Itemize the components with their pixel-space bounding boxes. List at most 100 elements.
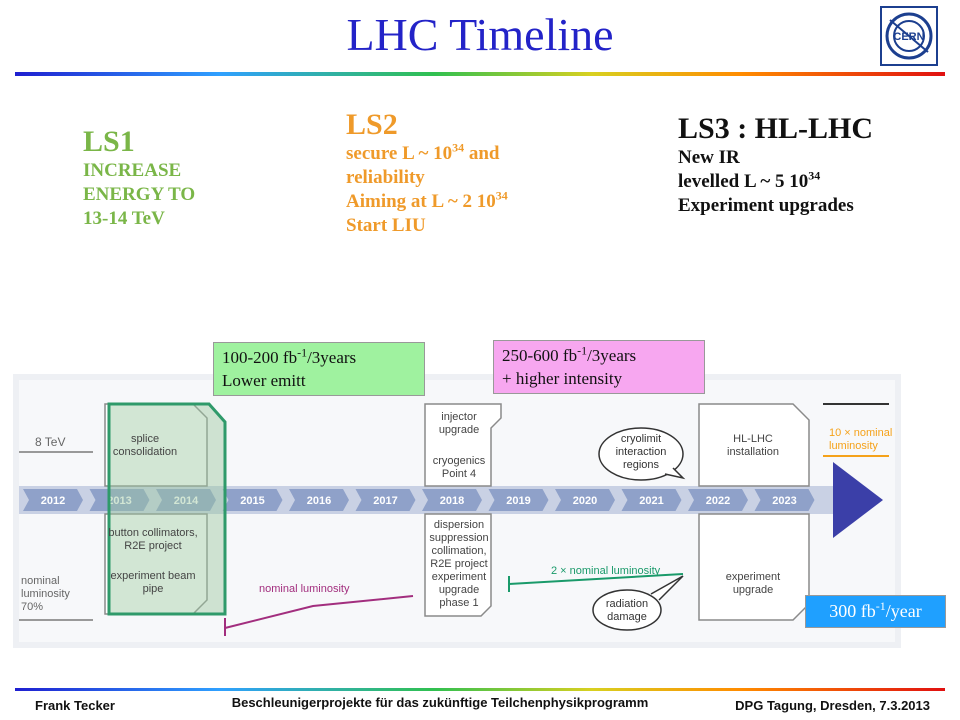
timeline-graphic: 2012 2013 2014 2015 2016 2017 2018 2019 2020 2021…	[13, 374, 901, 648]
ls1-highlight	[107, 402, 227, 616]
year-segment	[23, 489, 83, 511]
year-segment	[422, 489, 482, 511]
svg-text:interaction: interaction	[616, 446, 667, 458]
footer-divider	[15, 688, 945, 691]
green-box-value: 100-200 fb-1/3years	[222, 345, 357, 367]
svg-text:collimation,: collimation,	[431, 545, 486, 557]
cryolimit-bubble	[598, 427, 684, 481]
ls2-line: Aiming at L ~ 2 1034	[346, 188, 508, 212]
year-segment	[688, 489, 748, 511]
title-divider	[15, 72, 945, 76]
ls3-line: New IR	[678, 147, 740, 168]
svg-text:radiation: radiation	[606, 598, 648, 610]
energy-label: 8 TeV	[35, 435, 65, 449]
svg-text:installation: installation	[727, 446, 779, 458]
svg-text:upgrade: upgrade	[439, 584, 479, 596]
ls3-bottom-label: experiment	[726, 571, 780, 583]
year-label: 2017	[373, 495, 397, 507]
ls1-heading: LS1	[83, 125, 135, 158]
ls2-top-box	[424, 403, 502, 487]
ls1-line: ENERGY TO	[83, 184, 196, 205]
green-luminosity-box: 100-200 fb-1/3years Lower emitt	[213, 342, 425, 396]
ls1-bottom-label: button collimators,	[108, 527, 197, 539]
svg-text:luminosity: luminosity	[21, 588, 70, 600]
ls1-line: INCREASE	[83, 160, 182, 181]
svg-text:Point 4: Point 4	[442, 468, 476, 480]
ls1-block: LS1 INCREASE ENERGY TO 13-14 TeV	[83, 125, 195, 231]
svg-text:R2E project: R2E project	[124, 540, 181, 552]
green-box-note: Lower emitt	[222, 371, 306, 390]
start-luminosity-label: nominal	[21, 575, 60, 587]
ls2-line: secure L ~ 1034 and	[346, 140, 500, 164]
svg-text:phase 1: phase 1	[439, 597, 478, 609]
ls3-top-box	[698, 403, 810, 487]
nominal-luminosity-line	[224, 595, 414, 629]
svg-text:70%: 70%	[21, 601, 43, 613]
svg-text:consolidation: consolidation	[113, 446, 177, 458]
svg-text:suppression: suppression	[429, 532, 488, 544]
year-label: 2020	[573, 495, 597, 507]
ls2-line: Start LIU	[346, 215, 426, 236]
svg-text:damage: damage	[607, 611, 647, 623]
year-segment	[89, 489, 150, 511]
svg-text:pipe: pipe	[143, 583, 164, 595]
year-segment	[355, 489, 416, 511]
year-label: 2016	[307, 495, 331, 507]
cern-logo-text: CERN	[893, 31, 924, 43]
double-luminosity-line	[508, 573, 684, 585]
ls2-bottom-label: dispersion	[434, 519, 484, 531]
ls3-line: levelled L ~ 5 1034	[678, 168, 821, 192]
ls3-block: LS3 : HL-LHC New IR levelled L ~ 5 1034 …	[678, 112, 873, 218]
year-label: 2012	[41, 495, 65, 507]
radiation-bubble	[592, 589, 662, 631]
slide-title: LHC Timeline	[346, 9, 614, 60]
pink-box-note: + higher intensity	[502, 369, 623, 388]
svg-text:experiment beam: experiment beam	[111, 570, 196, 582]
year-label: 2013	[107, 495, 131, 507]
ls3-bottom-box	[698, 513, 810, 621]
ten-x-luminosity-label: 10 × nominal	[829, 427, 892, 439]
ls2-block: LS2 secure L ~ 1034 and reliability Aimi…	[346, 108, 508, 238]
ls2-heading: LS2	[346, 108, 398, 141]
year-label: 2022	[706, 495, 730, 507]
ls1-line: 13-14 TeV	[83, 208, 165, 229]
footer-venue: DPG Tagung, Dresden, 7.3.2013	[735, 698, 930, 713]
year-label: 2019	[506, 495, 530, 507]
ls3-line: Experiment upgrades	[678, 195, 854, 216]
year-label: 2014	[174, 495, 199, 507]
pink-box-value: 250-600 fb-1/3years	[502, 343, 637, 365]
year-label: 2021	[639, 495, 663, 507]
year-label: 2023	[772, 495, 796, 507]
svg-text:R2E project: R2E project	[430, 558, 487, 570]
blue-luminosity-box: 300 fb-1/year	[805, 595, 946, 628]
ls1-bottom-box	[104, 513, 208, 615]
ls3-heading: LS3 : HL-LHC	[678, 112, 874, 145]
svg-text:cryogenics: cryogenics	[433, 455, 486, 467]
ls3-top-label: HL-LHC	[733, 433, 773, 445]
timeline-arrow-head	[833, 462, 883, 538]
nominal-luminosity-label: nominal luminosity	[259, 583, 350, 595]
pink-luminosity-box: 250-600 fb-1/3years + higher intensity	[493, 340, 705, 394]
ls2-line: reliability	[346, 167, 425, 188]
svg-text:experiment: experiment	[432, 571, 486, 583]
year-segment	[156, 489, 216, 511]
year-label: 2018	[440, 495, 464, 507]
year-segment	[289, 489, 349, 511]
year-segment	[488, 489, 549, 511]
year-label: 2015	[240, 495, 264, 507]
double-luminosity-label: 2 × nominal luminosity	[551, 565, 661, 577]
year-segment	[222, 489, 283, 511]
svg-text:regions: regions	[623, 459, 660, 471]
svg-text:luminosity: luminosity	[829, 440, 878, 452]
footer-author: Frank Tecker	[35, 698, 115, 713]
year-segment	[555, 489, 615, 511]
svg-text:upgrade: upgrade	[439, 424, 479, 436]
year-segment	[621, 489, 682, 511]
ls2-top-label: injector	[441, 411, 477, 423]
ls2-bottom-box	[424, 513, 492, 617]
cern-logo: CERN	[880, 6, 938, 66]
svg-text:cryolimit: cryolimit	[621, 433, 661, 445]
svg-text:upgrade: upgrade	[733, 584, 773, 596]
footer-talk-title: Beschleunigerprojekte für das zukünftige…	[231, 695, 649, 710]
ls1-top-label: splice	[131, 433, 159, 445]
